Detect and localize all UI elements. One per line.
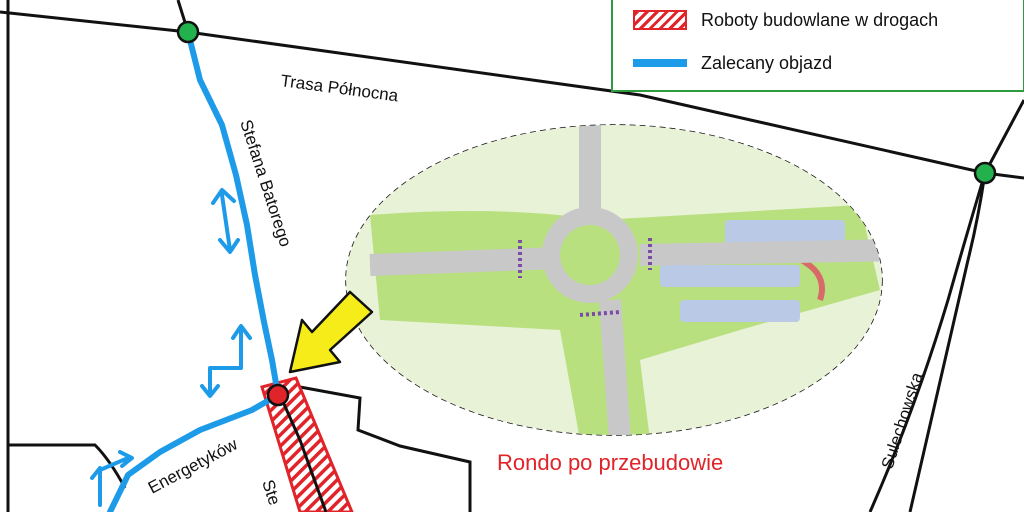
detour-swatch-icon [633, 59, 687, 67]
street-label-trasa-polnocna: Trasa Północna [279, 71, 399, 105]
road-sulechowska-edge-2 [908, 172, 987, 512]
street-label-energetykow: Energetyków [145, 434, 241, 497]
legend-item-construction: Roboty budowlane w drogach [633, 8, 938, 32]
road-sulechowska-edge [868, 172, 987, 512]
road-east-upper [983, 99, 1024, 174]
branch-arrow-icon [200, 324, 252, 398]
road-parcel [299, 385, 472, 512]
junction-marker-roundabout [266, 383, 290, 407]
road-trasa-polnocna [0, 10, 1024, 180]
junction-marker-north [176, 20, 200, 44]
legend-item-detour: Zalecany objazd [633, 51, 832, 75]
map-legend: Roboty budowlane w drogach Zalecany obja… [611, 0, 1024, 92]
legend-label-construction: Roboty budowlane w drogach [701, 9, 939, 30]
callout-arrow-icon [288, 290, 374, 374]
detour-arrows [90, 188, 252, 507]
detour-energetykow [107, 392, 281, 512]
double-arrow-icon [211, 188, 240, 254]
legend-label-detour: Zalecany objazd [701, 52, 833, 73]
construction-swatch-icon [633, 10, 687, 30]
detour-batorego [185, 29, 281, 398]
street-label-sulechowska: Sulechowska [878, 370, 927, 472]
roundabout-caption: Rondo po przebudowie [497, 450, 724, 475]
junction-marker-east [973, 161, 997, 185]
construction-zone [260, 376, 354, 512]
street-label-stefana-south: Ste [258, 477, 284, 507]
detour-routes [107, 29, 281, 512]
roundabout-plan [346, 125, 882, 435]
branch-arrow-icon [90, 450, 134, 507]
road-stefana-centerline [278, 394, 328, 512]
